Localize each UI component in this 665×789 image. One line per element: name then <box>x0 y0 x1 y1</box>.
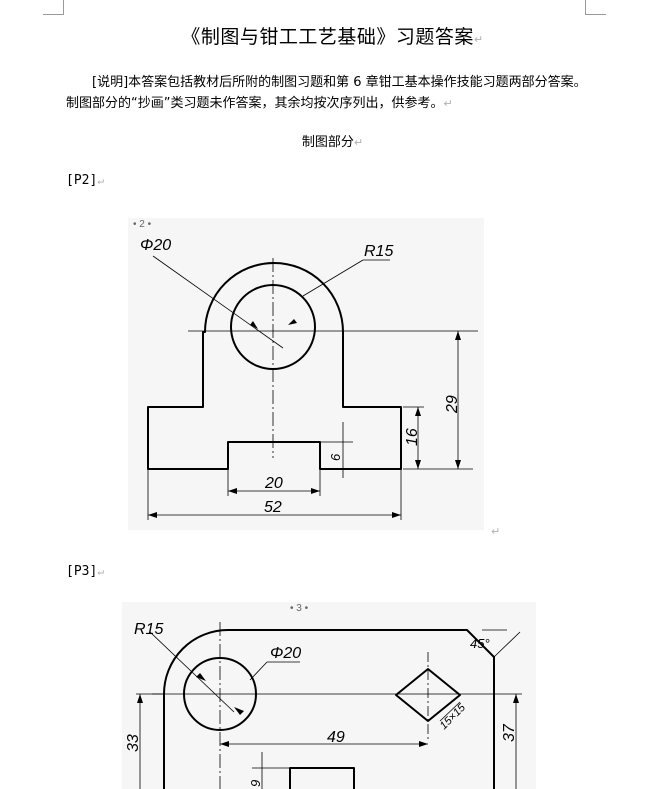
p2-total-width-label: 52 <box>264 499 282 516</box>
intro-paragraph: [说明]本答案包括教材后所附的制图习题和第 6 章钳工基本操作技能习题两部分答案… <box>66 75 587 111</box>
exercise-label-p2: [P2]↵ <box>66 173 104 188</box>
p3-right-height-label: 37 <box>501 723 518 742</box>
p3-radius-label: R15 <box>134 621 163 638</box>
p2-page-number: • 2 • <box>133 219 152 230</box>
p2-side-height-label: 16 <box>404 428 421 446</box>
section-heading: 制图部分↵ <box>301 135 364 150</box>
p2-diameter-label: Φ20 <box>140 237 171 254</box>
p3-angle-label: 45° <box>470 636 490 651</box>
drawing-p2: • 2 • Φ20 R15 20 52 29 16 6 <box>128 218 484 530</box>
page-corner-mark-left <box>43 0 64 15</box>
p2-slot-width-label: 20 <box>264 475 283 492</box>
p2-slot-height-label: 6 <box>328 453 343 461</box>
exercise-label-p3: [P3]↵ <box>66 564 104 579</box>
paragraph-mark: ↵ <box>491 525 501 538</box>
p3-page-number: • 3 • <box>290 603 309 614</box>
drawing-p3: • 3 • R15 Φ20 45° 49 15×15 33 37 9 <box>122 602 536 789</box>
p3-left-height-label: 33 <box>125 734 142 752</box>
p2-radius-label: R15 <box>364 243 393 260</box>
p3-square-label: 15×15 <box>438 701 469 732</box>
p2-total-height-label: 29 <box>444 395 461 414</box>
p3-distance-label: 49 <box>327 729 345 746</box>
page-corner-mark-right <box>585 0 606 15</box>
document-title: 《制图与钳工工艺基础》习题答案↵ <box>181 26 484 48</box>
p3-diameter-label: Φ20 <box>270 645 301 662</box>
p3-small-dim-label: 9 <box>248 780 263 787</box>
